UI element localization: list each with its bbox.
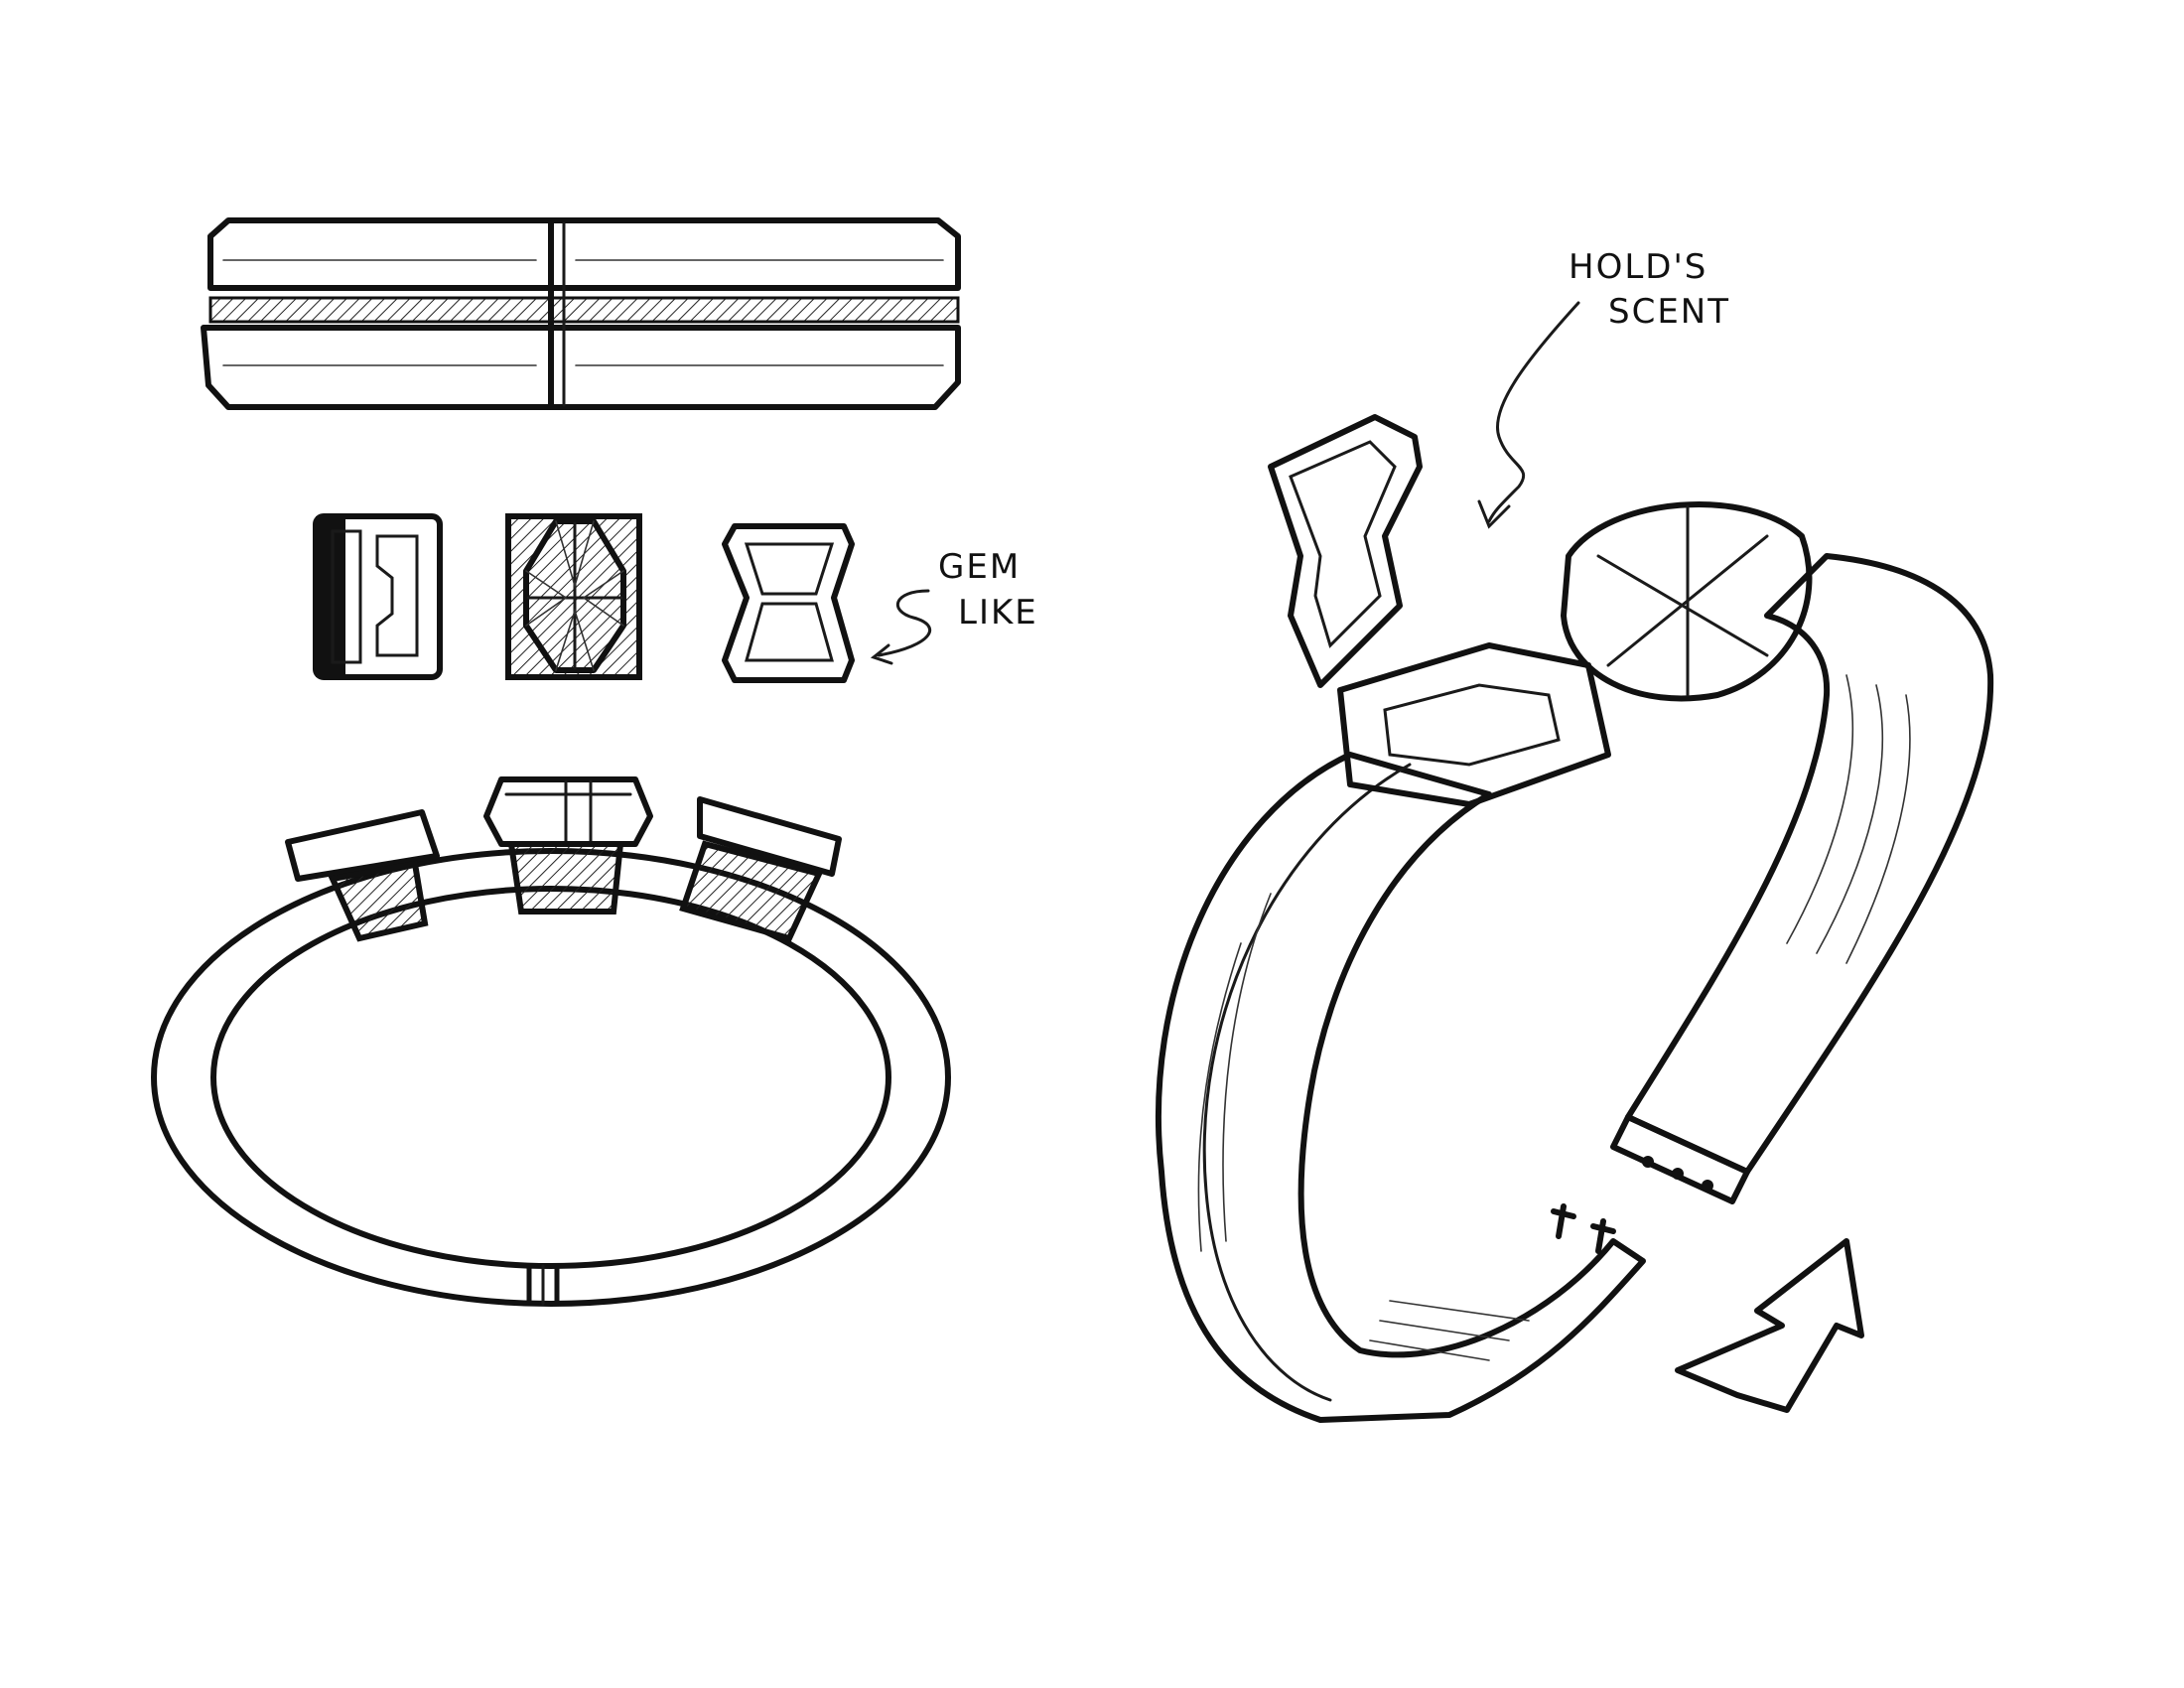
gem-insert-views <box>313 513 855 683</box>
scent-chamber-housing <box>1337 642 1611 807</box>
gem-insert-top <box>722 523 855 683</box>
bracelet-hinge-pins <box>1551 1203 1616 1254</box>
gem-like-label-line1: GEM <box>938 547 1021 587</box>
bracelet-band-right-arm <box>1625 553 1994 1175</box>
scent-chamber-lid <box>1268 414 1423 688</box>
rotate-direction-arrow-icon <box>1675 1238 1864 1413</box>
bracelet-perspective-view <box>1156 414 1994 1423</box>
scent-cup-right <box>679 796 842 942</box>
gem-dome <box>1561 501 1813 702</box>
arrow-head-icon <box>1477 499 1511 529</box>
holds-scent-annotation: HOLD'S SCENT <box>1477 247 1730 529</box>
gem-insert-side <box>313 513 443 680</box>
scent-cup-center <box>483 776 653 914</box>
gem-like-label-line2: LIKE <box>958 593 1038 633</box>
gem-like-pointer-icon <box>877 589 932 657</box>
bracelet-band-outer <box>1156 752 1646 1423</box>
gem-insert-front <box>505 513 642 680</box>
band-top-view <box>151 776 951 1307</box>
bracelet-end-cap <box>1610 1114 1750 1204</box>
holds-scent-label-line1: HOLD'S <box>1569 247 1707 287</box>
holds-scent-pointer-icon <box>1487 301 1580 523</box>
bracelet-band-inner-line <box>1202 763 1412 1402</box>
arrow-head-icon <box>870 643 893 665</box>
holds-scent-label-line2: SCENT <box>1608 292 1730 332</box>
band-side-view <box>201 217 961 410</box>
scent-cup-left <box>285 809 440 942</box>
gem-like-annotation: GEM LIKE <box>870 547 1038 665</box>
